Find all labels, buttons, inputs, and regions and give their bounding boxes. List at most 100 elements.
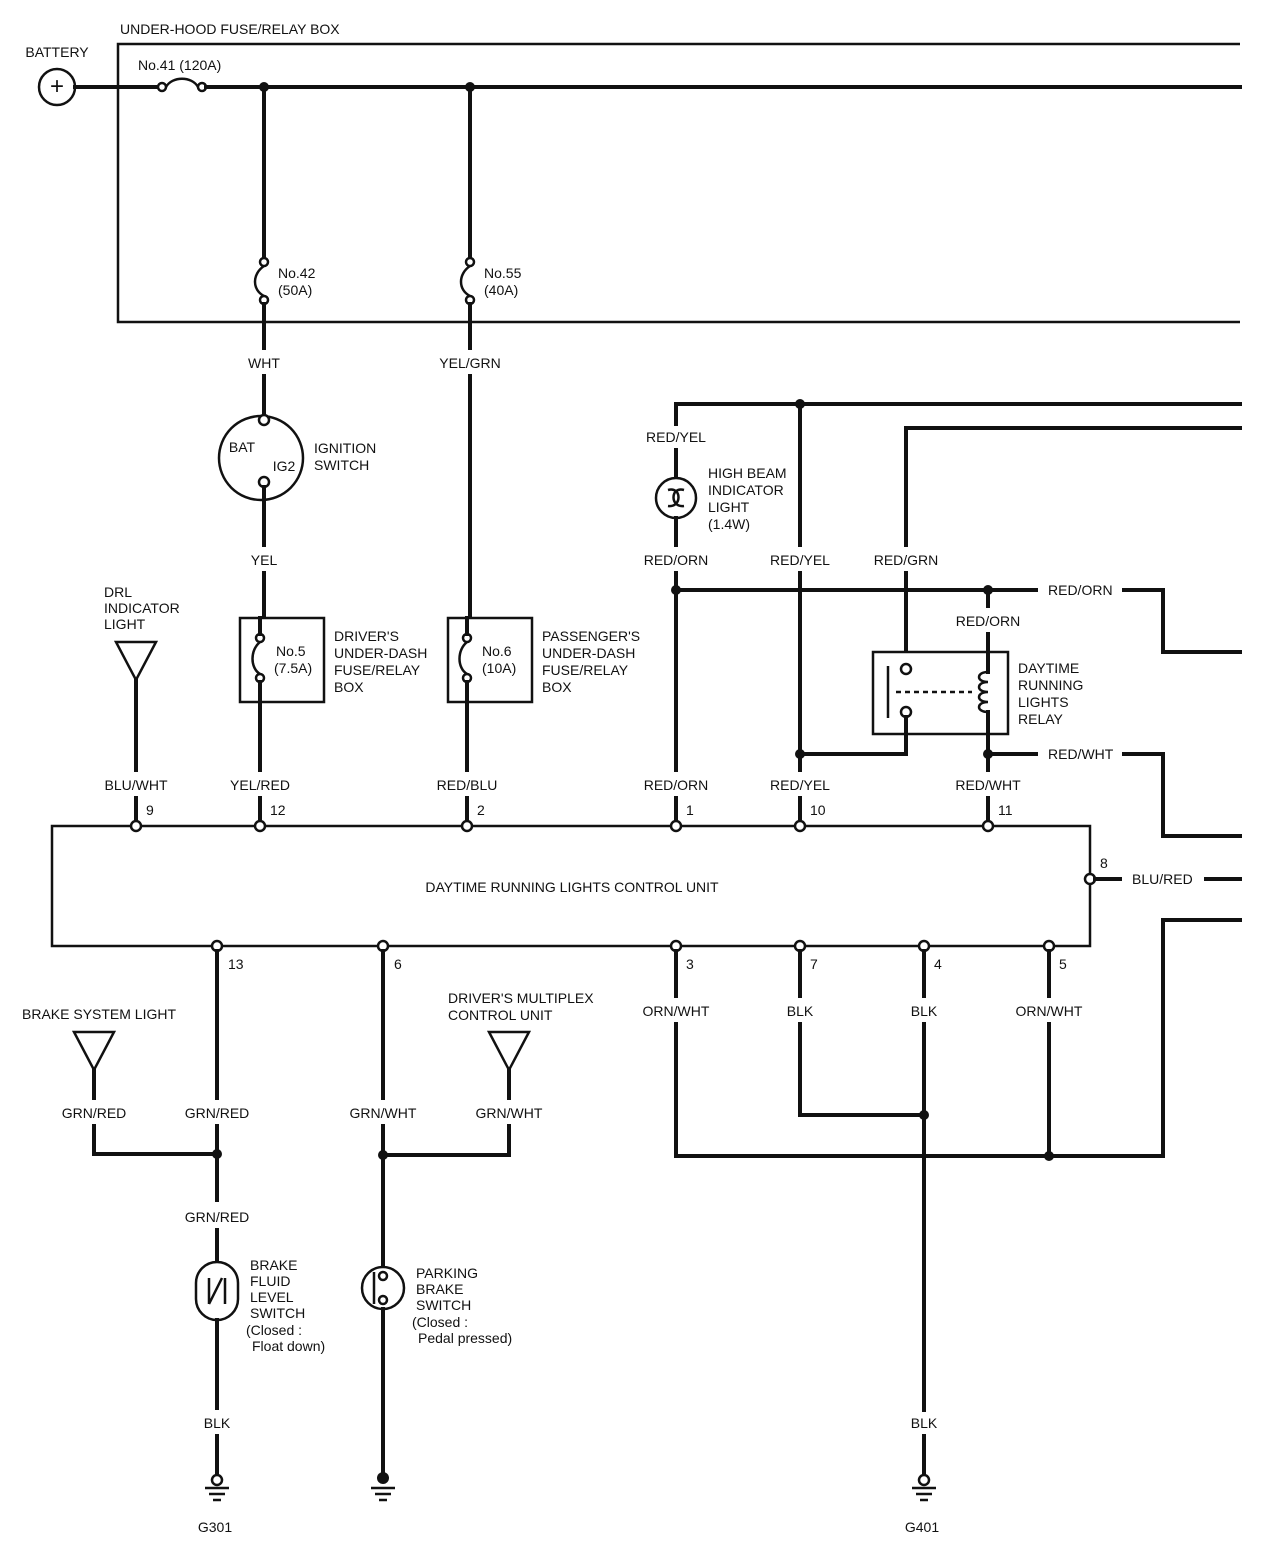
fuse-55-label-1: No.55 — [484, 265, 522, 281]
wire-label-grn-red-lower: GRN/RED — [185, 1209, 250, 1225]
wire-label-red-wht-right: RED/WHT — [1048, 746, 1114, 762]
passenger-box-label-1: PASSENGER'S — [542, 628, 640, 644]
fuse-55: No.55 (40A) — [459, 256, 522, 306]
bfl-label-6: Float down) — [252, 1338, 325, 1354]
bfl-label-2: FLUID — [250, 1273, 290, 1289]
fuse-55-label-2: (40A) — [484, 282, 518, 298]
drl-indicator-label-3: LIGHT — [104, 616, 146, 632]
bfl-label-1: BRAKE — [250, 1257, 297, 1273]
ground-g401-label: G401 — [905, 1519, 939, 1535]
parking-brake-switch: PARKING BRAKE SWITCH (Closed : Pedal pre… — [360, 1265, 512, 1346]
drl-control-unit: DAYTIME RUNNING LIGHTS CONTROL UNIT 9 12… — [50, 802, 1108, 972]
passenger-box-label-2: UNDER-DASH — [542, 645, 635, 661]
pin-10-label: 10 — [810, 802, 826, 818]
relay-label-1: DAYTIME — [1018, 660, 1079, 676]
high-beam-label-1: HIGH BEAM — [708, 465, 787, 481]
ground-g301-icon: G301 — [198, 1473, 232, 1535]
wire-label-blu-wht: BLU/WHT — [105, 777, 168, 793]
pin-2 — [460, 819, 474, 833]
brake-fluid-level-switch: BRAKE FLUID LEVEL SWITCH (Closed : Float… — [194, 1257, 325, 1354]
pin-13-label: 13 — [228, 956, 244, 972]
high-beam-indicator-light: HIGH BEAM INDICATOR LIGHT (1.4W) — [654, 465, 787, 532]
fuse-41: No.41 (120A) — [138, 57, 221, 93]
passenger-box-label-3: FUSE/RELAY — [542, 662, 629, 678]
wire-label-red-orn-hb: RED/ORN — [644, 552, 709, 568]
ground-g301-label: G301 — [198, 1519, 232, 1535]
wire-label-grn-red-13: GRN/RED — [185, 1105, 250, 1121]
drl-indicator-label-1: DRL — [104, 584, 132, 600]
indicator-light-icon — [71, 1030, 117, 1073]
pb-label-4: (Closed : — [412, 1314, 468, 1330]
grn-red-wire — [92, 1124, 219, 1156]
pin-12 — [253, 819, 267, 833]
passenger-under-dash-fuse-box: No.6 (10A) PASSENGER'S UNDER-DASH FUSE/R… — [446, 616, 640, 704]
bfl-label-3: LEVEL — [250, 1289, 294, 1305]
driver-under-dash-fuse-box: No.5 (7.5A) DRIVER'S UNDER-DASH FUSE/REL… — [238, 616, 427, 704]
grn-wht-wire — [381, 1124, 511, 1157]
pin-7-label: 7 — [810, 956, 818, 972]
battery-label: BATTERY — [25, 44, 89, 60]
wire-label-blk-g301: BLK — [204, 1415, 231, 1431]
fuse-6-label-1: No.6 — [482, 643, 512, 659]
wire-label-red-yel-top: RED/YEL — [646, 429, 706, 445]
red-grn-wire — [904, 426, 1242, 547]
pin-9 — [129, 819, 143, 833]
wire-label-orn-wht-5: ORN/WHT — [1016, 1003, 1083, 1019]
pin-8-label: 8 — [1100, 855, 1108, 871]
ignition-bat-label: BAT — [229, 439, 256, 455]
mux-label-2: CONTROL UNIT — [448, 1007, 553, 1023]
ignition-switch: BAT IG2 IGNITION SWITCH — [217, 413, 376, 502]
battery-plus-icon: + — [50, 73, 64, 100]
bfl-label-5: (Closed : — [246, 1322, 302, 1338]
pin-11-label: 11 — [998, 802, 1013, 818]
ignition-label-1: IGNITION — [314, 440, 376, 456]
fuse-box-label: UNDER-HOOD FUSE/RELAY BOX — [120, 21, 340, 37]
wire-label-yel: YEL — [251, 552, 278, 568]
wire-label-red-orn-relay: RED/ORN — [956, 613, 1021, 629]
mux-label-1: DRIVER'S MULTIPLEX — [448, 990, 594, 1006]
relay-label-4: RELAY — [1018, 711, 1064, 727]
high-beam-label-2: INDICATOR — [708, 482, 784, 498]
pb-label-3: SWITCH — [416, 1297, 471, 1313]
wire-label-red-blu: RED/BLU — [437, 777, 498, 793]
wire-label-red-grn: RED/GRN — [874, 552, 939, 568]
fuse-42-label-1: No.42 — [278, 265, 316, 281]
fuse-5-label-1: No.5 — [276, 643, 306, 659]
wire-label-yel-red: YEL/RED — [230, 777, 290, 793]
driver-box-label-1: DRIVER'S — [334, 628, 399, 644]
orn-wht-right-wire — [1047, 918, 1242, 1158]
fuse-6-label-2: (10A) — [482, 660, 516, 676]
wire-label-red-wht-pin11: RED/WHT — [955, 777, 1021, 793]
relay-coil-icon — [977, 670, 989, 714]
wire-label-wht: WHT — [248, 355, 280, 371]
indicator-light-icon — [113, 640, 159, 683]
pin-3-label: 3 — [686, 956, 694, 972]
drl-relay: DAYTIME RUNNING LIGHTS RELAY — [871, 650, 1083, 736]
high-beam-label-3: LIGHT — [708, 499, 750, 515]
under-hood-fuse-box: UNDER-HOOD FUSE/RELAY BOX — [116, 21, 1240, 324]
pin-10 — [793, 819, 807, 833]
relay-label-2: RUNNING — [1018, 677, 1083, 693]
red-wht-right-wire — [1122, 752, 1242, 838]
pb-label-5: Pedal pressed) — [418, 1330, 512, 1346]
drl-indicator-label-2: INDICATOR — [104, 600, 180, 616]
blk-wire — [798, 1022, 926, 1117]
driver-box-label-2: UNDER-DASH — [334, 645, 427, 661]
pin-11 — [981, 819, 995, 833]
pin-2-label: 2 — [477, 802, 485, 818]
wire-label-blk-7: BLK — [787, 1003, 814, 1019]
wire-label-yel-grn: YEL/GRN — [439, 355, 500, 371]
red-orn-right-wire — [1122, 588, 1242, 654]
pin-12-label: 12 — [270, 802, 286, 818]
drl-indicator-light: DRL INDICATOR LIGHT — [104, 584, 180, 683]
wire-label-grn-wht-mux: GRN/WHT — [476, 1105, 543, 1121]
wire-label-red-yel-pin10: RED/YEL — [770, 777, 830, 793]
brake-system-light-label: BRAKE SYSTEM LIGHT — [22, 1006, 176, 1022]
pb-label-2: BRAKE — [416, 1281, 463, 1297]
wire-label-blk-g401: BLK — [911, 1415, 938, 1431]
wire-label-red-orn-right: RED/ORN — [1048, 582, 1113, 598]
wire-label-grn-wht-6: GRN/WHT — [350, 1105, 417, 1121]
relay-label-3: LIGHTS — [1018, 694, 1069, 710]
driver-box-label-3: FUSE/RELAY — [334, 662, 421, 678]
